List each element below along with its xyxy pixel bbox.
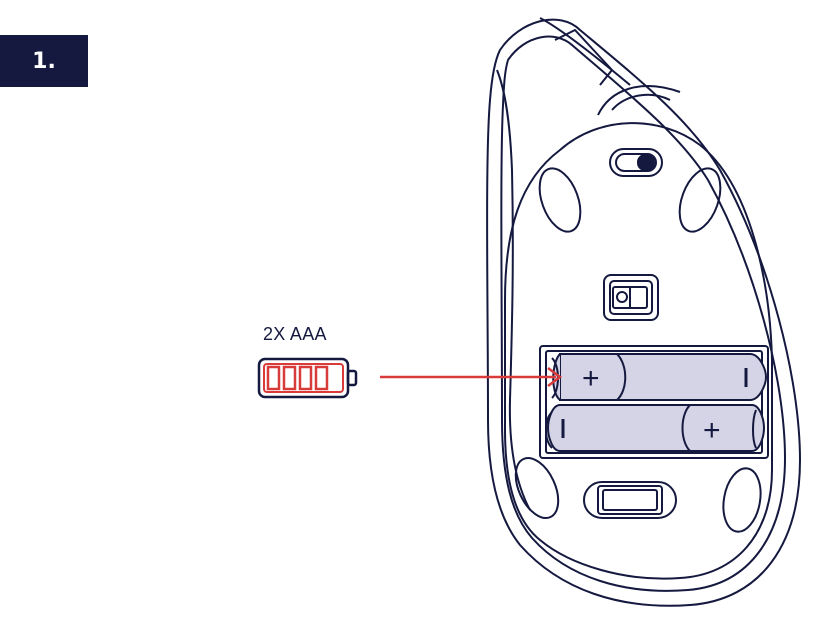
aaa-battery-bottom: + xyxy=(545,404,766,452)
foot-pad xyxy=(538,167,582,233)
step-number-label: 1. xyxy=(32,48,56,74)
battery-compartment xyxy=(539,345,769,459)
aaa-battery-top: + xyxy=(551,353,768,401)
battery-bar xyxy=(298,365,313,391)
step-number-badge: 1. xyxy=(0,35,88,87)
battery-bar xyxy=(314,365,329,391)
foot-pad xyxy=(678,167,722,233)
sensor-slot xyxy=(583,481,677,519)
dpi-switch-icon xyxy=(603,274,659,321)
foot-pad xyxy=(514,457,560,519)
battery-bar xyxy=(282,365,297,391)
battery-plus-symbol: + xyxy=(703,414,721,447)
battery-type-label: 2X AAA xyxy=(263,324,327,344)
power-switch-icon xyxy=(609,148,663,177)
arrow-icon xyxy=(380,367,563,387)
battery-icon xyxy=(257,357,358,399)
mouse-underside-icon xyxy=(486,17,801,607)
battery-bar xyxy=(266,365,281,391)
battery-plus-symbol: + xyxy=(582,362,600,395)
mouse-feet xyxy=(514,167,762,533)
foot-pad xyxy=(722,467,762,533)
